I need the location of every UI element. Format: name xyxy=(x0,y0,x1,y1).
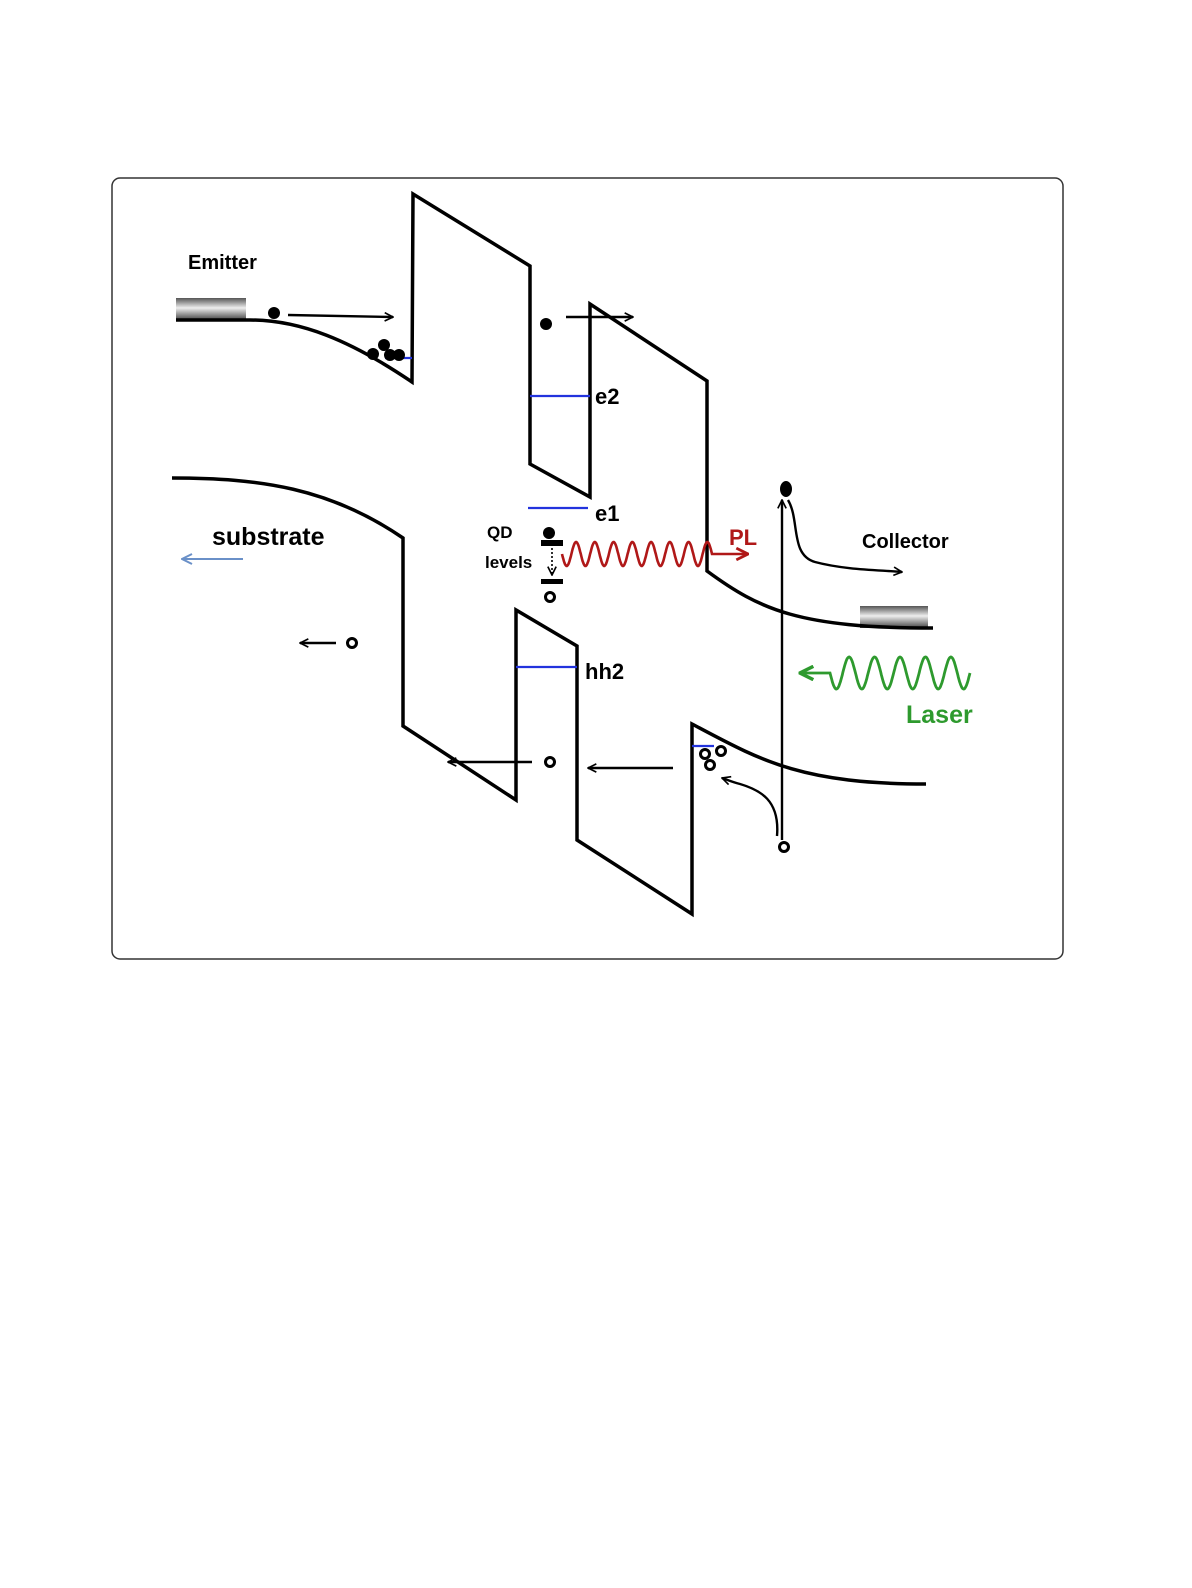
qd-label-line1: QD xyxy=(487,523,513,542)
laser-label: Laser xyxy=(906,701,973,729)
qd-level-top xyxy=(541,540,563,546)
laser-wave xyxy=(800,657,970,689)
accumulated-electron xyxy=(367,348,379,360)
hh2-label: hh2 xyxy=(585,659,624,684)
emitter-electron xyxy=(268,307,280,319)
diagram-frame xyxy=(112,178,1063,959)
photo-electron xyxy=(780,481,792,497)
qd-electron xyxy=(543,527,555,539)
substrate-label: substrate xyxy=(212,523,325,551)
photo-hole xyxy=(780,843,789,852)
well-hole xyxy=(546,758,555,767)
emitter-label: Emitter xyxy=(188,252,257,274)
accumulated-electron xyxy=(393,349,405,361)
qd-label-line2: levels xyxy=(485,553,532,572)
collector-label: Collector xyxy=(862,531,949,553)
accumulated-electron xyxy=(378,339,390,351)
substrate-hole xyxy=(348,639,357,648)
accumulated-hole xyxy=(701,750,710,759)
emitter-contact xyxy=(176,298,246,320)
accumulated-hole xyxy=(706,761,715,770)
qd-hole xyxy=(546,593,555,602)
accumulated-hole xyxy=(717,747,726,756)
e2-label: e2 xyxy=(595,384,619,409)
qd-level-bottom xyxy=(541,579,563,584)
hole-drift-arrow xyxy=(722,778,777,836)
e1-label: e1 xyxy=(595,501,619,526)
emitter-injection-arrow xyxy=(288,315,393,317)
pl-wave xyxy=(562,542,748,566)
tunneling-electron xyxy=(540,318,552,330)
pl-label: PL xyxy=(729,525,757,550)
